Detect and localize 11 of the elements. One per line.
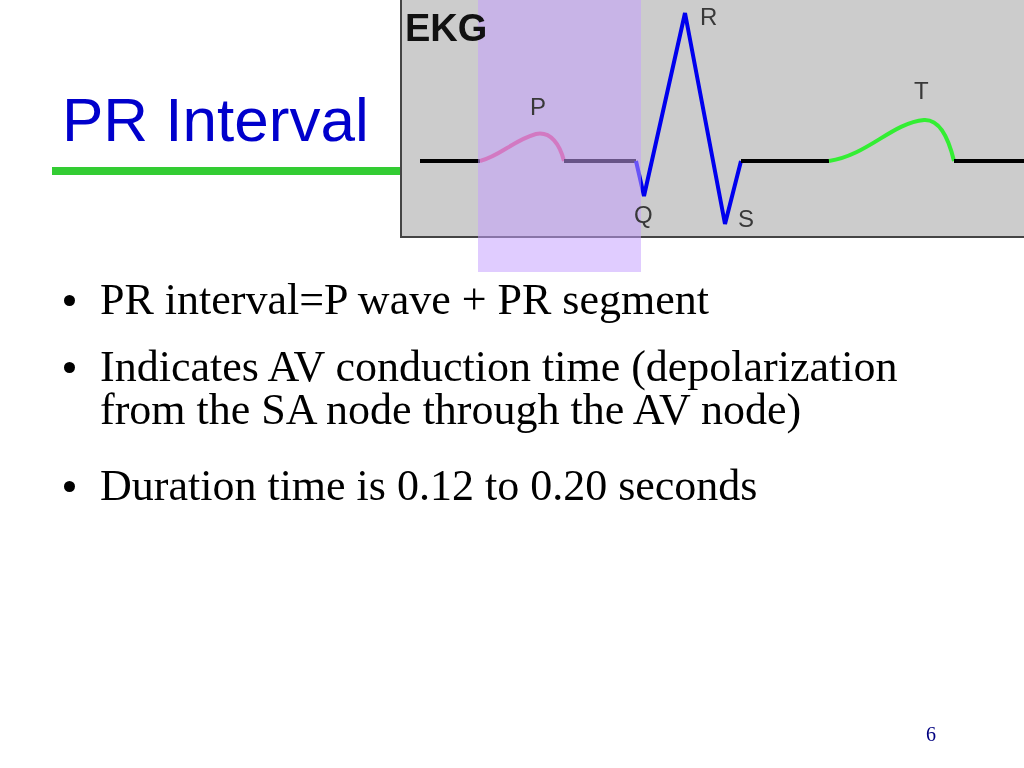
page-number: 6 [926, 723, 936, 745]
slide-title: PR Interval [62, 84, 369, 155]
wave-label: T [914, 79, 929, 103]
wave-label: Q [634, 203, 653, 227]
wave-label: S [738, 207, 754, 231]
bullet-text: Duration time is 0.12 to 0.20 seconds [100, 464, 759, 507]
bullet-text: PR interval=P wave + PR segment [100, 278, 710, 321]
bullet-text: Indicates AV conduction time (depolarization from the SA node through the AV node) [100, 345, 899, 431]
wave-label: R [700, 5, 718, 29]
wave-label: P [530, 95, 546, 119]
ekg-heading: EKG [405, 9, 488, 47]
